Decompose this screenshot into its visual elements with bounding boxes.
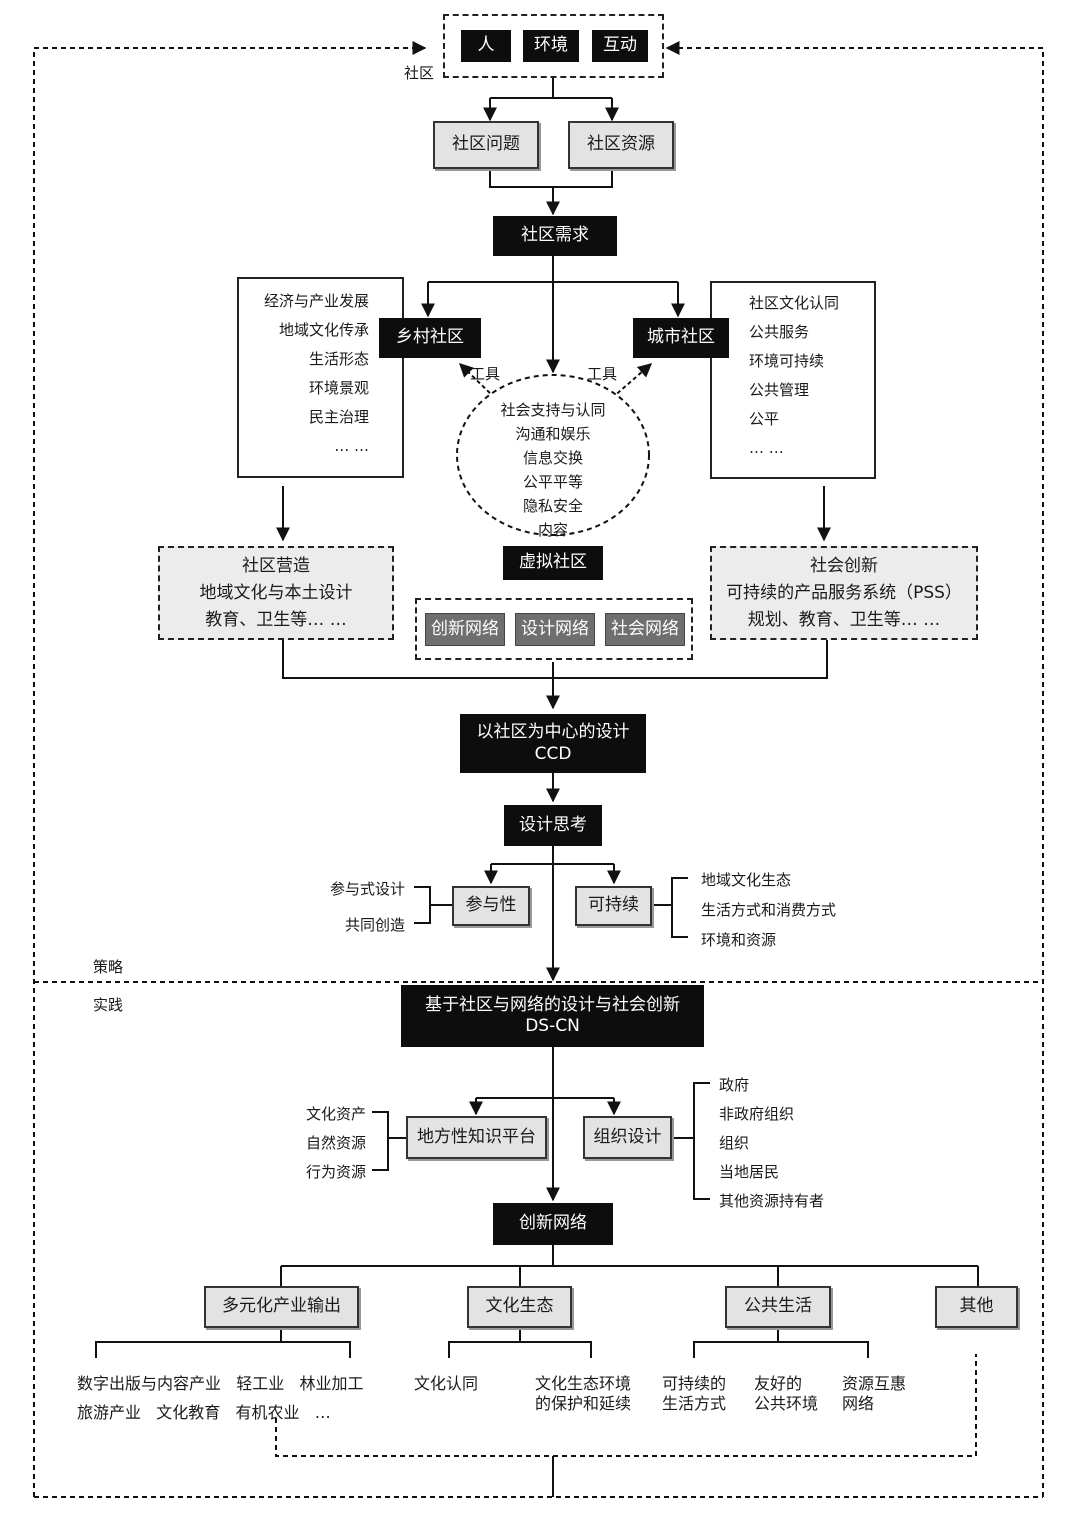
rural-outcome-item: 地域文化与本土设计 (199, 582, 353, 603)
community-resource-box: 社区资源 (568, 121, 674, 169)
function-item: 信息交换 (522, 449, 583, 467)
community-label: 社区 (404, 64, 435, 82)
public-item: 友好的 (754, 1374, 803, 1393)
other-box: 其他 (935, 1286, 1018, 1328)
urban-needs-list: 社区文化认同 公共服务 环境可持续 公共管理 公平 … … (749, 289, 839, 463)
rural-outcome-title: 社区营造 (242, 555, 310, 576)
urban-need-item: 环境可持续 (749, 352, 825, 370)
function-item: 沟通和娱乐 (515, 425, 591, 443)
rural-list-box (237, 277, 404, 478)
industry-items-row2: 旅游产业 文化教育 有机农业 … (77, 1403, 331, 1422)
practice-label: 实践 (93, 996, 124, 1014)
innovation-network-box: 创新网络 (493, 1203, 613, 1245)
community-problem-box: 社区问题 (433, 121, 539, 169)
local-knowledge-platform-box: 地方性知识平台 (406, 1116, 547, 1159)
sustainability-item: 环境和资源 (701, 931, 777, 949)
person-box: 人 (461, 30, 511, 62)
tool-label-right: 工具 (587, 365, 618, 383)
function-item: 社会支持与认同 (500, 401, 606, 419)
urban-list-box (710, 281, 876, 479)
rural-need-item: 环境景观 (308, 379, 369, 397)
rural-need-item: 民主治理 (308, 408, 369, 426)
public-item: 公共环境 (754, 1394, 819, 1413)
organization-design-box: 组织设计 (583, 1116, 672, 1159)
community-elements-box (443, 14, 664, 78)
environment-box: 环境 (523, 30, 579, 62)
industry-items-row1: 数字出版与内容产业 轻工业 林业加工 (77, 1374, 364, 1393)
urban-need-item: … … (749, 439, 784, 457)
sustainability-item: 生活方式和消费方式 (701, 901, 837, 919)
networks-box (415, 598, 693, 660)
rural-need-item: 经济与产业发展 (263, 292, 369, 310)
cultural-ecology-box: 文化生态 (467, 1286, 572, 1328)
innovation-network-chip: 创新网络 (425, 613, 505, 646)
function-item: 内容 (537, 521, 568, 539)
dscn-box: 基于社区与网络的设计与社会创新 DS-CN (401, 985, 704, 1047)
participation-item: 共同创造 (345, 916, 406, 934)
public-item: 生活方式 (662, 1394, 727, 1413)
org-item: 非政府组织 (719, 1105, 795, 1123)
platform-item: 文化资产 (306, 1105, 367, 1123)
org-item: 其他资源持有者 (719, 1192, 825, 1210)
public-item: 网络 (842, 1394, 875, 1413)
culture-item: 文化生态环境 (535, 1374, 632, 1393)
public-life-box: 公共生活 (725, 1286, 831, 1328)
platform-item: 自然资源 (306, 1134, 367, 1152)
urban-outcome-item: 规划、教育、卫生等… … (747, 609, 941, 630)
dscn-title: 基于社区与网络的设计与社会创新 (425, 994, 680, 1015)
tool-label-left: 工具 (470, 365, 501, 383)
function-item: 公平平等 (522, 473, 583, 491)
rural-need-item: 生活形态 (308, 350, 369, 368)
culture-item: 文化认同 (414, 1374, 479, 1393)
culture-item: 的保护和延续 (535, 1394, 632, 1413)
urban-need-item: 公共管理 (749, 381, 810, 399)
dscn-abbr: DS-CN (525, 1016, 580, 1036)
community-demand-box: 社区需求 (493, 216, 617, 256)
rural-community-box: 乡村社区 (379, 318, 481, 358)
ccd-box: 以社区为中心的设计 CCD (460, 714, 646, 773)
urban-need-item: 公共服务 (749, 323, 810, 341)
sustainability-item: 地域文化生态 (701, 871, 792, 889)
rural-outcome-box: 社区营造 地域文化与本土设计 教育、卫生等… … (158, 546, 394, 640)
sustainability-box: 可持续 (575, 886, 652, 926)
virtual-community-functions: 社会支持与认同 沟通和娱乐 信息交换 公平平等 隐私安全 内容 (473, 398, 633, 542)
rural-need-item: 地域文化传承 (278, 321, 369, 339)
rural-need-item: … … (334, 437, 369, 455)
public-item: 可持续的 (662, 1374, 727, 1393)
strategy-label: 策略 (93, 958, 124, 976)
platform-item: 行为资源 (306, 1163, 367, 1181)
industry-output-box: 多元化产业输出 (204, 1286, 359, 1328)
org-item: 当地居民 (719, 1163, 780, 1181)
participation-box: 参与性 (452, 886, 530, 926)
virtual-community-box: 虚拟社区 (503, 546, 603, 580)
social-network-chip: 社会网络 (605, 613, 685, 646)
org-item: 政府 (719, 1076, 750, 1094)
design-thinking-box: 设计思考 (504, 805, 602, 846)
interaction-box: 互动 (592, 30, 648, 62)
public-item: 资源互惠 (842, 1374, 907, 1393)
rural-outcome-item: 教育、卫生等… … (205, 609, 347, 630)
urban-need-item: 公平 (749, 410, 780, 428)
urban-outcome-box: 社会创新 可持续的产品服务系统（PSS） 规划、教育、卫生等… … (710, 546, 978, 640)
function-item: 隐私安全 (522, 497, 583, 515)
design-network-chip: 设计网络 (515, 613, 595, 646)
urban-outcome-title: 社会创新 (810, 555, 878, 576)
urban-need-item: 社区文化认同 (749, 294, 840, 312)
ccd-title: 以社区为中心的设计 (476, 722, 630, 743)
urban-outcome-item: 可持续的产品服务系统（PSS） (726, 582, 962, 603)
participation-item: 参与式设计 (330, 880, 406, 898)
org-item: 组织 (719, 1134, 750, 1152)
urban-community-box: 城市社区 (633, 318, 729, 358)
ccd-abbr: CCD (534, 743, 572, 764)
rural-needs-list: 经济与产业发展 地域文化传承 生活形态 环境景观 民主治理 … … (237, 287, 369, 461)
